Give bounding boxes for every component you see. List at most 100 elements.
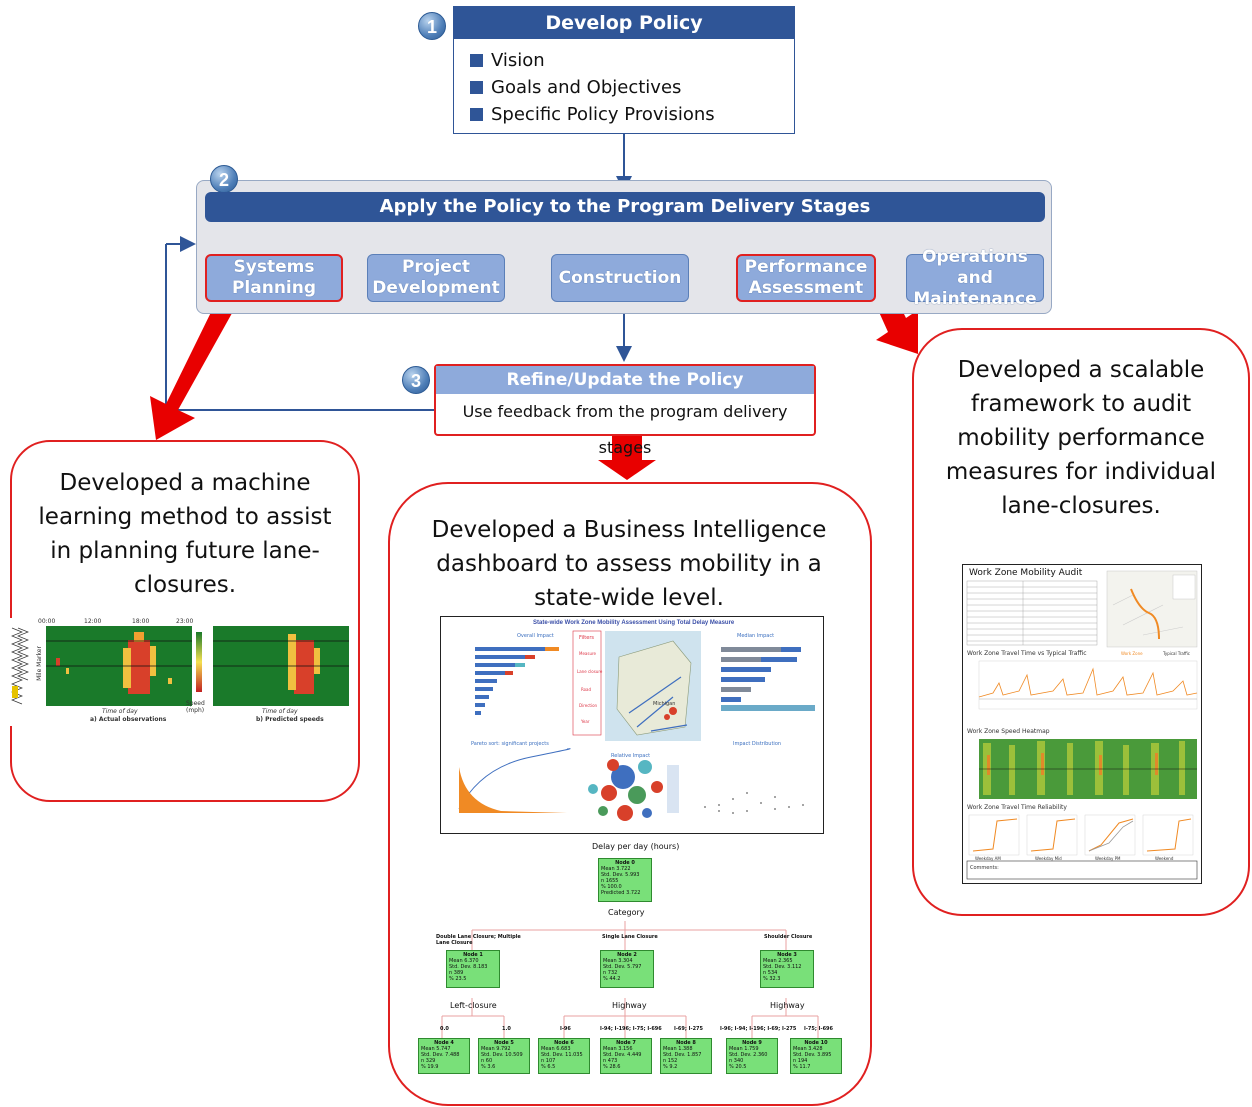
node-stat: Std. Dev. 8.183 [449, 964, 488, 970]
node-stat: % 3.6 [481, 1064, 496, 1070]
dashboard-panel-title: Overall Impact [517, 633, 554, 639]
text-line: mobility performance [957, 425, 1205, 451]
node-value: 23.5 [455, 976, 467, 982]
stage-label-line1: Project [401, 257, 471, 277]
node-stat: % 11.7 [793, 1064, 811, 1070]
node-name: Node 8 [676, 1040, 696, 1046]
node-stat: Predicted 3.722 [601, 890, 641, 896]
tree-node: Node 9 Mean 1.759 Std. Dev. 2.360 n 340 … [726, 1038, 778, 1074]
tree-branch-label: Single Lane Closure [602, 934, 658, 940]
text-line: Developed a Business Intelligence [431, 517, 827, 543]
node-stat: Std. Dev. 1.857 [663, 1052, 702, 1058]
node-stat: Mean 5.747 [421, 1046, 451, 1052]
audit-section-title: Work Zone Travel Time vs Typical Traffic [967, 650, 1087, 657]
node-value: 4.449 [627, 1052, 642, 1058]
text-line: learning method to assist [38, 504, 332, 530]
node-value: 28.6 [609, 1064, 621, 1070]
node-name: Node 7 [616, 1040, 636, 1046]
heatmap-yaxis: Mile Marker [35, 646, 43, 681]
node-value: 473 [607, 1058, 618, 1064]
node-value: 534 [767, 970, 778, 976]
refine-policy-text: Use feedback from the program delivery s… [462, 402, 788, 457]
tree-node: Node 6 Mean 6.683 Std. Dev. 11.035 n 107… [538, 1038, 590, 1074]
dashboard-graphic [458, 630, 815, 821]
node-value: 10.509 [505, 1052, 523, 1058]
refine-policy-title: Refine/Update the Policy [436, 366, 814, 394]
policy-item-label: Vision [491, 50, 545, 71]
policy-item: Goals and Objectives [470, 74, 794, 101]
node-value: 5.797 [627, 964, 642, 970]
node-value: 6.5 [547, 1064, 556, 1070]
node-value: 3.895 [817, 1052, 832, 1058]
square-bullet-icon [470, 108, 483, 121]
node-stat: % 28.6 [603, 1064, 621, 1070]
policy-items: Vision Goals and Objectives Specific Pol… [454, 39, 794, 128]
node-stat: Std. Dev. 5.797 [603, 964, 642, 970]
node-value: 5.993 [625, 872, 640, 878]
text-line: measures for individual [945, 459, 1217, 485]
text-line: Developed a machine [59, 470, 311, 496]
node-value: 194 [797, 1058, 808, 1064]
node-value: 11.035 [565, 1052, 583, 1058]
node-stat: % 6.5 [541, 1064, 556, 1070]
node-value: 7.488 [445, 1052, 460, 1058]
node-name: Node 2 [617, 952, 637, 958]
tree-node-root: Node 0 Mean 3.722 Std. Dev. 5.993 n 1655… [598, 858, 652, 902]
tree-leaf-label: 1.0 [502, 1026, 511, 1032]
node-name: Node 0 [615, 860, 635, 866]
heatmap-graphic [11, 626, 349, 706]
speed-heatmap-figure: 00:00 12:00 18:00 23:00 Mile Marker Spee… [8, 618, 352, 726]
dashboard-title: State-wide Work Zone Mobility Assessment… [533, 620, 735, 626]
tree-node: Node 10 Mean 3.428 Std. Dev. 3.895 n 194… [790, 1038, 842, 1074]
node-value: 2.360 [753, 1052, 768, 1058]
node-value: 1655 [605, 878, 619, 884]
node-stat: Std. Dev. 5.993 [601, 872, 640, 878]
reliability-label: Weekday AM [975, 856, 1001, 861]
square-bullet-icon [470, 81, 483, 94]
audit-result-text: Developed a scalable framework to audit … [920, 353, 1242, 523]
node-stat: n 534 [763, 970, 778, 976]
node-stat: % 19.9 [421, 1064, 439, 1070]
node-stat: % 32.3 [763, 976, 781, 982]
node-value: 8.183 [473, 964, 488, 970]
reliability-label: Weekday Mid [1035, 856, 1062, 861]
audit-graphic [966, 570, 1198, 880]
tree-leaf-label: I-75; I-696 [804, 1026, 834, 1032]
tree-node: Node 2 Mean 3.304 Std. Dev. 5.797 n 732 … [600, 950, 654, 988]
node-value: 152 [667, 1058, 678, 1064]
node-stat: n 1655 [601, 878, 619, 884]
tree-node: Node 4 Mean 5.747 Std. Dev. 7.488 n 329 … [418, 1038, 470, 1074]
node-stat: n 329 [421, 1058, 436, 1064]
policy-item: Vision [470, 47, 794, 74]
tree-leaf-label: I-96; I-94; I-196; I-69; I-275 [720, 1026, 797, 1032]
node-value: 9.2 [669, 1064, 678, 1070]
filter-label: Lane closure [577, 669, 603, 674]
node-stat: Mean 3.304 [603, 958, 633, 964]
tree-lines [441, 921, 819, 1038]
stage-label-line2: Assessment [748, 278, 864, 298]
node-value: 3.722 [616, 866, 631, 872]
node-stat: Std. Dev. 3.112 [763, 964, 802, 970]
tree-leaf-label: 0.0 [440, 1026, 449, 1032]
node-stat: n 194 [793, 1058, 808, 1064]
text-line: state-wide level. [534, 585, 724, 611]
node-value: 9.792 [496, 1046, 511, 1052]
node-value: 2.365 [778, 958, 793, 964]
node-stat: % 20.5 [729, 1064, 747, 1070]
tree-branch-label: Shoulder Closure [764, 934, 813, 940]
node-stat: Mean 6.370 [449, 958, 479, 964]
filter-label: Year [581, 719, 590, 724]
node-value: 3.428 [808, 1046, 823, 1052]
node-value: 6.683 [556, 1046, 571, 1052]
node-value: 1.857 [687, 1052, 702, 1058]
dashboard-panel-title: Median Impact [737, 633, 775, 639]
text-line: framework to audit [970, 391, 1192, 417]
node-value: 3.112 [787, 964, 802, 970]
tree-split-label: Highway [612, 1001, 647, 1010]
node-stat: n 340 [729, 1058, 744, 1064]
filter-label: Filters [579, 635, 594, 641]
node-value: 5.747 [436, 1046, 451, 1052]
square-bullet-icon [470, 54, 483, 67]
